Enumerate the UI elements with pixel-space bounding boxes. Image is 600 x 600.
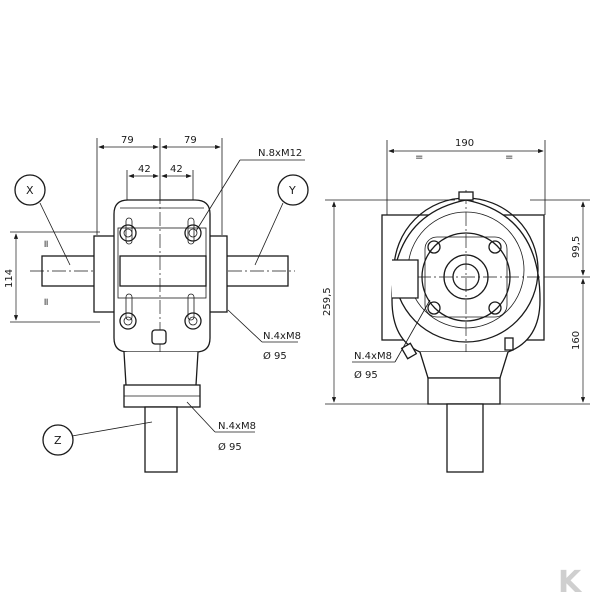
eq-left: = bbox=[415, 152, 423, 163]
right-lower-housing bbox=[419, 351, 509, 473]
dim-label-79-left: 79 bbox=[121, 135, 134, 146]
dim-259: 259,5 bbox=[322, 199, 455, 405]
dim-label-259: 259,5 bbox=[322, 287, 333, 316]
lower-housing bbox=[123, 351, 201, 408]
callout-z: Z bbox=[42, 421, 153, 456]
callout-x-label: X bbox=[26, 184, 34, 197]
dim-190: 190 = = bbox=[386, 138, 546, 215]
dim-label-190: 190 bbox=[455, 138, 474, 149]
callout-x: X bbox=[14, 174, 71, 266]
dim-label-79-right: 79 bbox=[184, 135, 197, 146]
dim-114: 114 = = bbox=[4, 231, 100, 323]
note-bolts-top-label: N.8xM12 bbox=[258, 148, 302, 159]
note-bolts-side: N.4xM8 Ø 95 bbox=[227, 309, 301, 362]
callout-x-circle bbox=[14, 174, 46, 206]
dim-label-99: 99,5 bbox=[571, 236, 582, 258]
callout-z-label: Z bbox=[54, 434, 62, 447]
callout-y-circle bbox=[277, 174, 309, 206]
note-bolts-right-label: N.4xM8 bbox=[354, 351, 392, 362]
note-bolts-bottom: N.4xM8 Ø 95 bbox=[186, 401, 256, 453]
dim-label-114: 114 bbox=[4, 269, 15, 288]
vertical-shaft bbox=[144, 406, 178, 473]
eq-mark-upper: = bbox=[41, 240, 52, 248]
note-bolts-bottom-label: N.4xM8 bbox=[218, 421, 256, 432]
note-dia-right-label: Ø 95 bbox=[354, 369, 378, 381]
callout-y: Y bbox=[254, 174, 309, 266]
note-dia-side-label: Ø 95 bbox=[263, 350, 287, 362]
eq-mark-lower: = bbox=[41, 298, 52, 306]
dim-label-160: 160 bbox=[571, 331, 582, 350]
right-bolt-holes bbox=[427, 240, 502, 315]
left-view: 79 79 42 42 114 = = bbox=[4, 135, 309, 473]
dim-79-79: 79 79 bbox=[96, 135, 223, 235]
right-view: 190 = = 259,5 99,5 160 bbox=[322, 138, 590, 473]
gearbox-housing-side bbox=[381, 190, 545, 470]
bolt-holes bbox=[119, 224, 202, 330]
callout-y-label: Y bbox=[288, 184, 296, 197]
dim-label-42-right: 42 bbox=[170, 164, 183, 175]
eq-right: = bbox=[505, 152, 513, 163]
brand-logo: K bbox=[558, 565, 583, 600]
note-bolts-right: N.4xM8 Ø 95 bbox=[352, 299, 431, 381]
callout-z-circle bbox=[42, 424, 74, 456]
dim-label-42-left: 42 bbox=[138, 164, 151, 175]
brand-logo-letter: K bbox=[558, 565, 583, 600]
note-bolts-side-label: N.4xM8 bbox=[263, 331, 301, 342]
note-dia-bottom-label: Ø 95 bbox=[218, 441, 242, 453]
note-bolts-top: N.8xM12 bbox=[195, 148, 305, 232]
